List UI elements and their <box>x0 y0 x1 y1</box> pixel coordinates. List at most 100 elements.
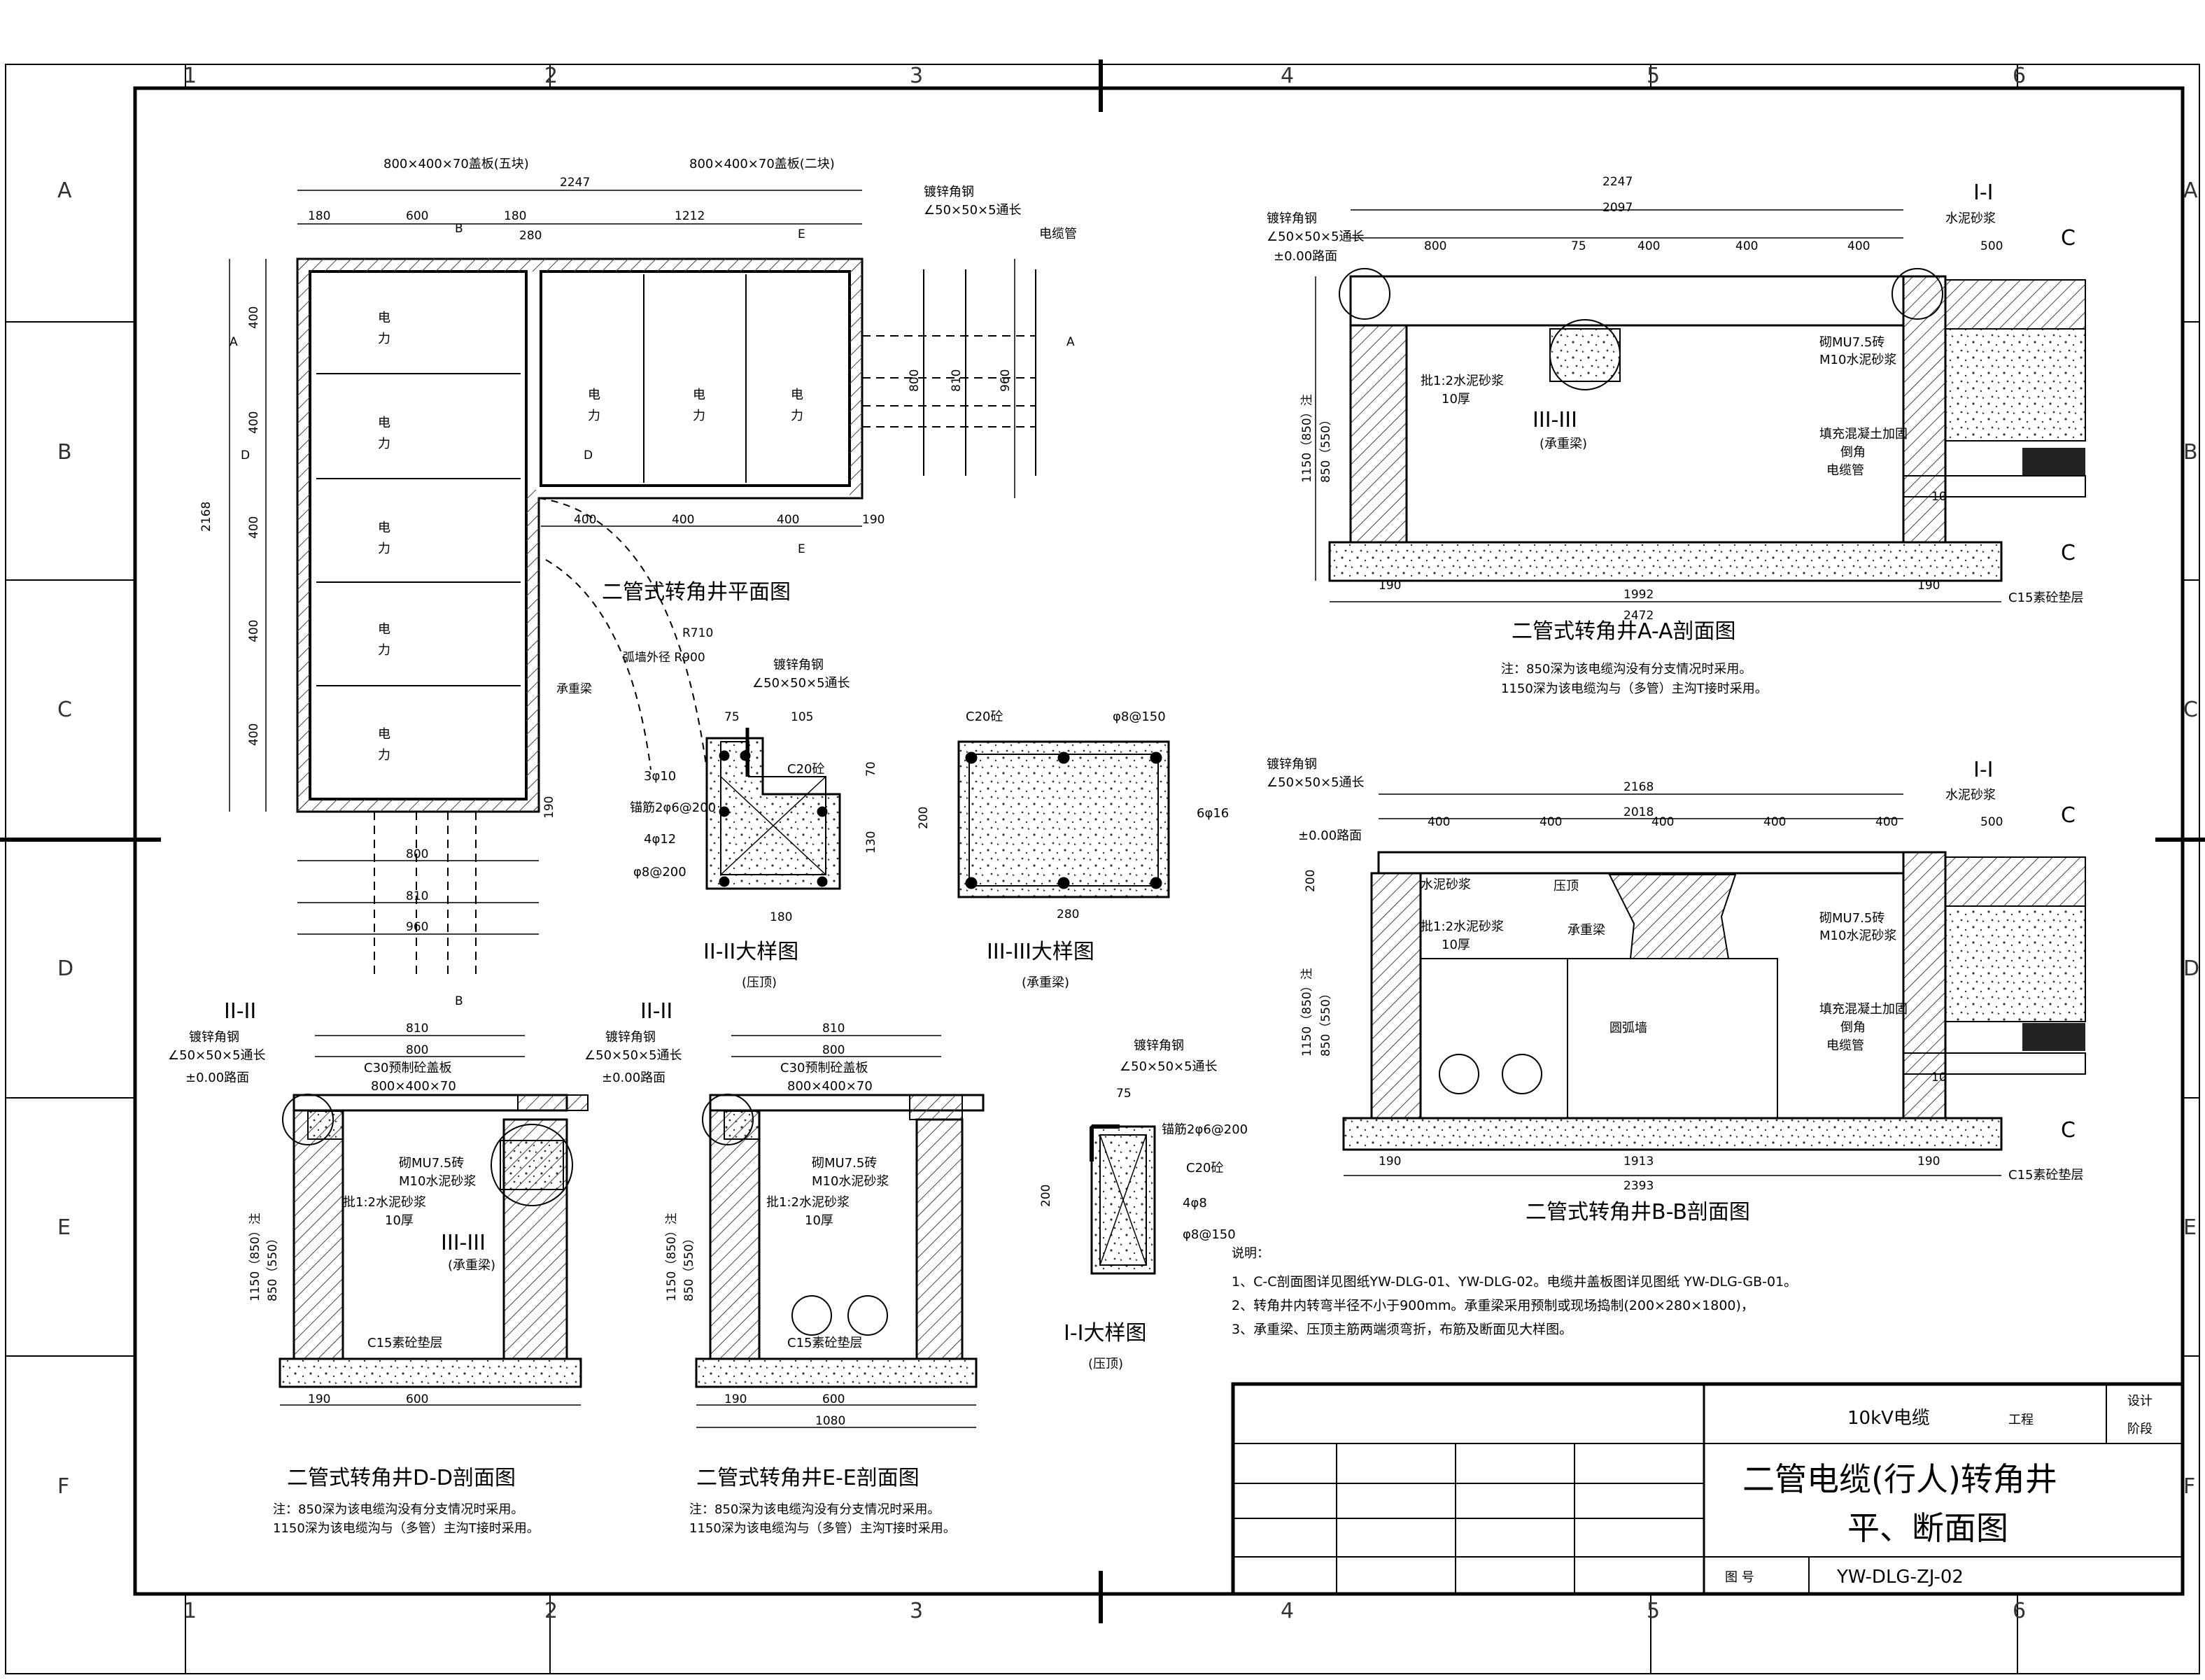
aa-angle: 倒角 <box>1840 445 1866 460</box>
i-steel: 镀锌角钢 <box>1134 1038 1184 1053</box>
slab-label: 力 <box>791 409 803 423</box>
ee-note: 注：850深为该电缆沟没有分支情况时采用。 <box>689 1502 940 1517</box>
col-label: 3 <box>910 64 923 88</box>
dim: 180 <box>770 910 792 924</box>
note-item: 3、承重梁、压顶主筋两端须弯折，布筋及断面见大样图。 <box>1232 1322 1572 1337</box>
dim: 280 <box>1057 908 1079 922</box>
section-ee-labels: II-II 810 800 600 1080 190 镀锌角钢 ∠50×50×5… <box>584 999 956 1536</box>
aa-c-mark: C <box>2061 541 2076 565</box>
detail-ii-labels: 镀锌角钢 ∠50×50×5通长 75 105 70 130 180 3φ10 锚… <box>630 658 878 990</box>
bb-steel: 镀锌角钢 <box>1267 757 1317 772</box>
dim: 800 <box>822 1043 845 1057</box>
cut-mark: D <box>241 449 250 463</box>
ii-bar: 3φ10 <box>644 769 676 784</box>
dim: 400 <box>247 306 261 329</box>
dim: 190 <box>1379 579 1401 593</box>
dim: 180 <box>308 209 330 223</box>
aa-wall: 砌MU7.5砖 <box>1819 335 1885 350</box>
dim: 200 <box>917 807 931 829</box>
row-label: C <box>2183 698 2198 722</box>
aa-ground: ±0.00路面 <box>1274 249 1337 264</box>
dim: 2393 <box>1623 1179 1654 1193</box>
detail-i <box>1090 1124 1156 1275</box>
dim: 190 <box>308 1392 330 1406</box>
plan-title: 二管式转角井平面图 <box>602 580 791 605</box>
dim: 960 <box>406 920 428 934</box>
row-label: F <box>57 1474 69 1499</box>
row-label: E <box>57 1215 71 1240</box>
bb-c15: C15素砼垫层 <box>2008 1168 2083 1183</box>
ee-depth2: 850（550） <box>682 1232 696 1301</box>
bb-mortar: 水泥砂浆 <box>1421 877 1471 892</box>
slab-label: 电 <box>378 622 390 637</box>
slab-label: 力 <box>378 332 390 346</box>
i-c20: C20砼 <box>1186 1161 1223 1176</box>
section-bb <box>1342 793 2086 1176</box>
aa-pipe: 电缆管 <box>1826 463 1864 478</box>
dd-cover: 800×400×70 <box>371 1079 456 1094</box>
ii-c20: C20砼 <box>787 762 824 777</box>
col-label: 3 <box>910 1599 923 1623</box>
tb-name: 平、断面图 <box>1847 1509 2008 1547</box>
dim: 1212 <box>675 209 705 223</box>
cut-mark: D <box>584 449 593 463</box>
bb-depth2: 850（550） <box>1319 987 1333 1057</box>
ee-plaster: 批1:2水泥砂浆 <box>766 1195 850 1210</box>
aa-mortar: 水泥砂浆 <box>1945 211 1996 226</box>
ee-cover: C30预制砼盖板 <box>780 1061 868 1075</box>
row-label: C <box>57 698 72 722</box>
ii-steel: 镀锌角钢 <box>773 658 824 672</box>
ii-bar: 4φ12 <box>644 832 676 847</box>
plan-view <box>229 190 1036 980</box>
dim: 2472 <box>1623 609 1654 623</box>
detail-iii-labels: C20砼 φ8@150 6φ16 280 200 III-III大样图 (承重梁… <box>917 710 1229 990</box>
iii-bars: 6φ16 <box>1197 806 1229 821</box>
aa-beam-detail: III-III <box>1533 408 1577 432</box>
dim: 800 <box>406 1043 428 1057</box>
dim: 2247 <box>560 176 590 190</box>
i-anchor: 锚筋2φ6@200 <box>1162 1122 1248 1137</box>
col-label: 6 <box>2013 1599 2026 1623</box>
dim: 960 <box>999 369 1013 392</box>
row-label: D <box>2183 957 2199 981</box>
aa-steel: ∠50×50×5通长 <box>1267 230 1365 244</box>
dim: 105 <box>791 710 813 724</box>
i-bar: 4φ8 <box>1183 1196 1207 1210</box>
dim: 500 <box>1980 239 2003 253</box>
dim: 400 <box>247 620 261 642</box>
tb-no: YW-DLG-ZJ-02 <box>1836 1567 1964 1588</box>
dim: 190 <box>724 1392 747 1406</box>
ee-c15: C15素砼垫层 <box>787 1336 862 1350</box>
section-bb-labels: 2168 2018 400 400 400 400 400 500 1913 2… <box>1267 757 2083 1224</box>
ee-ground: ±0.00路面 <box>602 1071 665 1085</box>
bb-pipe: 电缆管 <box>1826 1038 1864 1053</box>
tb-stage: 阶段 <box>2127 1422 2153 1437</box>
aa-depth: 1150（850）注 <box>1300 394 1314 483</box>
dd-c15: C15素砼垫层 <box>367 1336 442 1350</box>
notes: 说明： 1、C-C剖面图详见图纸YW-DLG-01、YW-DLG-02。电缆井盖… <box>1232 1246 1797 1337</box>
bb-angle: 倒角 <box>1840 1020 1866 1035</box>
ii-bar: φ8@200 <box>633 865 686 880</box>
slab-label: 电 <box>693 388 705 402</box>
bb-arc-wall: 圆弧墙 <box>1609 1021 1647 1036</box>
col-label: 5 <box>1647 1599 1660 1623</box>
cut-mark: A <box>230 335 238 349</box>
cut-mark: E <box>798 542 805 556</box>
cut-mark: B <box>455 222 463 236</box>
ii-steel: ∠50×50×5通长 <box>752 676 850 691</box>
ii-title: II-II大样图 <box>703 940 798 964</box>
plan-pipe-label: 电缆管 <box>1039 227 1077 241</box>
aa-c-mark: C <box>2061 226 2076 250</box>
plan-radius: R710 <box>682 626 713 640</box>
dim: 800 <box>908 369 922 392</box>
slab-label: 电 <box>378 521 390 535</box>
dim: 70 <box>864 761 878 777</box>
slab-label: 力 <box>378 643 390 658</box>
bb-c-mark: C <box>2061 803 2076 828</box>
bb-depth: 1150（850）注 <box>1300 968 1314 1057</box>
dim: 190 <box>1917 1155 1940 1169</box>
ee-title: 二管式转角井E-E剖面图 <box>696 1466 920 1490</box>
aa-wall: M10水泥砂浆 <box>1819 353 1896 367</box>
bb-plaster: 10厚 <box>1442 938 1470 952</box>
